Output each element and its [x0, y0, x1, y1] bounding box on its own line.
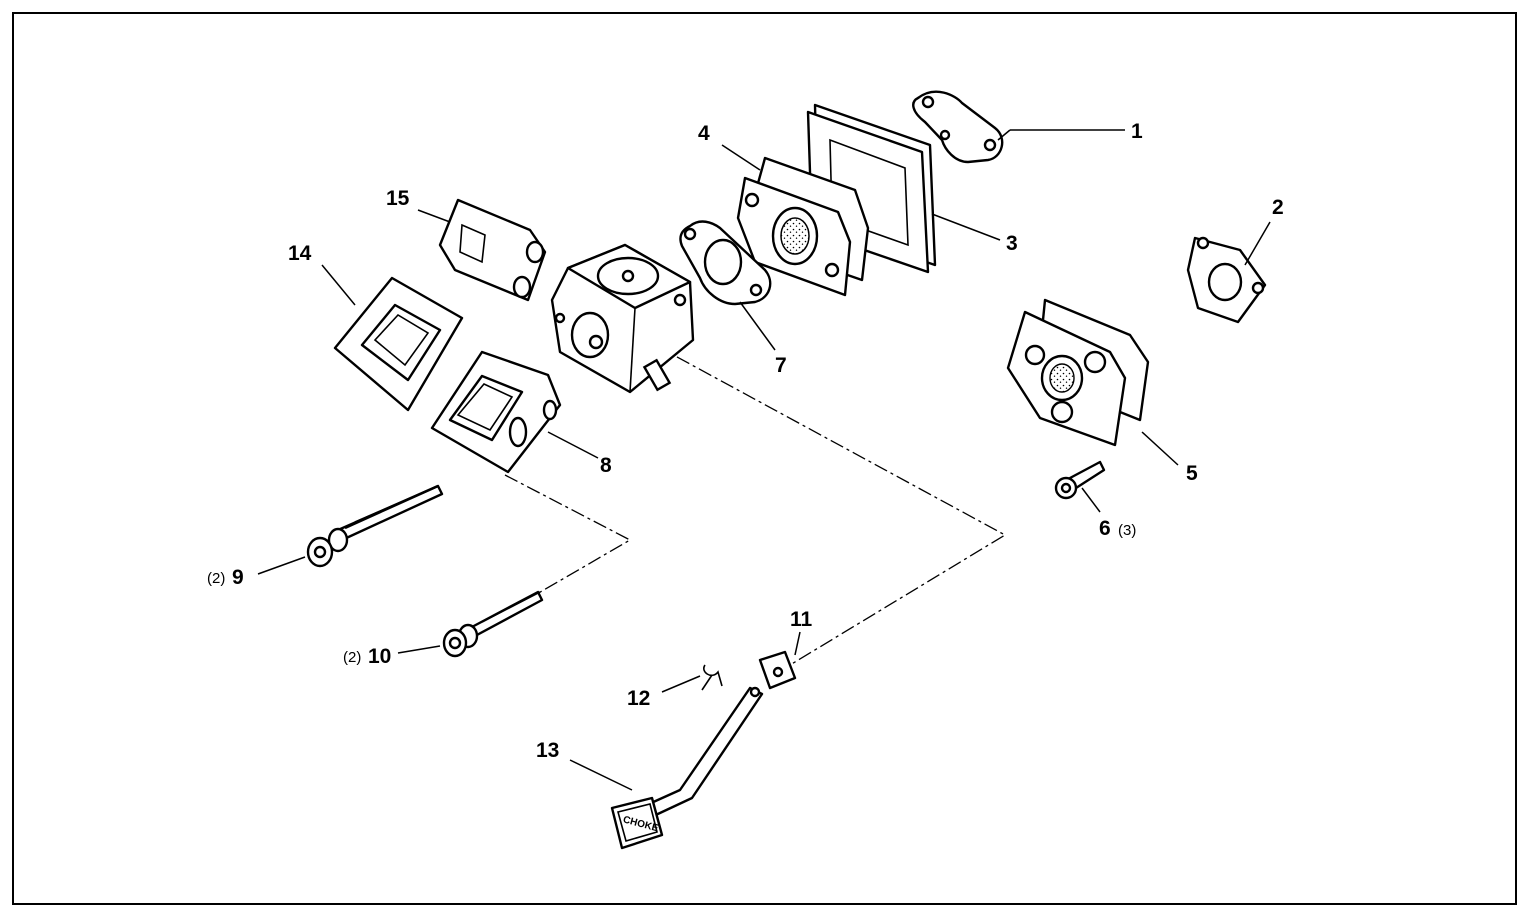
callout-10-qty: (2) [343, 649, 361, 666]
part-10-short-screw [442, 590, 544, 658]
callout-6-qty: (3) [1118, 522, 1136, 539]
callout-13: 13 [536, 739, 559, 762]
callout-3: 3 [1006, 232, 1018, 255]
callout-9-qty: (2) [207, 570, 225, 587]
callout-10: 10 [368, 645, 391, 668]
callout-11: 11 [790, 608, 813, 631]
callout-12: 12 [627, 687, 650, 710]
callout-15: 15 [386, 187, 410, 210]
callout-6: 6 [1099, 517, 1111, 540]
callout-9: 9 [232, 566, 244, 589]
part-7-gasket [679, 220, 772, 306]
part-4-spacer [736, 156, 870, 297]
callout-8: 8 [600, 454, 612, 477]
part-8-housing [430, 350, 562, 474]
leader-lines [257, 129, 1271, 791]
assembly-centerlines [504, 344, 1007, 666]
part-6-screw [1054, 460, 1106, 500]
part-13-choke-rod: CHOKE [610, 686, 764, 850]
callout-2: 2 [1272, 196, 1284, 219]
callout-7: 7 [775, 354, 787, 377]
callout-4: 4 [698, 122, 710, 145]
callout-14: 14 [288, 242, 312, 265]
part-15-filter [438, 198, 547, 302]
part-14-frame [333, 276, 464, 412]
part-5-intake-adapter [1006, 298, 1150, 447]
diagram-frame [12, 12, 1517, 905]
part-9-long-screw [306, 484, 444, 568]
part-11-grommet [758, 650, 797, 690]
part-12-clip [701, 664, 723, 691]
carburetor-body [550, 243, 695, 394]
callout-5: 5 [1186, 462, 1198, 485]
part-2-gasket [1186, 236, 1267, 324]
part-1-gasket [912, 90, 1004, 164]
callout-labels: 1 2 3 4 5 6 (3) 7 8 (2) 9 (2) 10 11 12 1… [207, 120, 1284, 762]
callout-1: 1 [1131, 120, 1143, 143]
